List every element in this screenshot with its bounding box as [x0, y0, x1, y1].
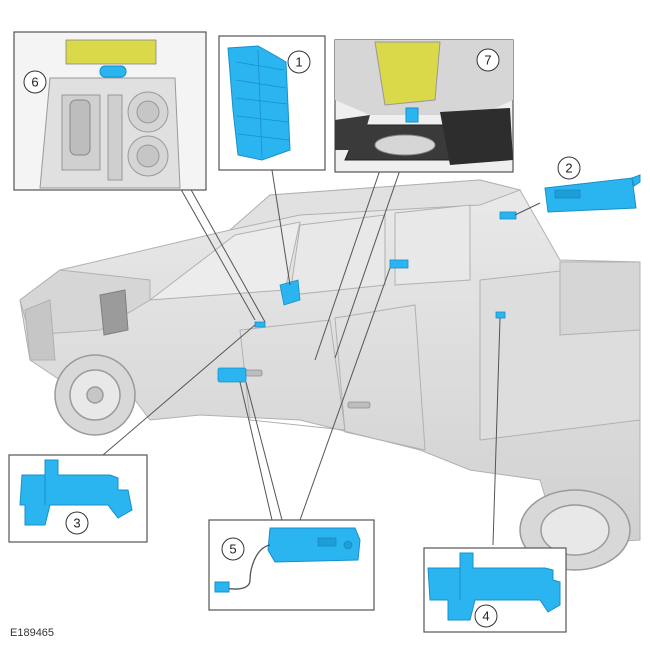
- figure-code: E189465: [10, 627, 55, 639]
- inset-box-5: [208, 519, 375, 611]
- callout-2-label: 2: [565, 161, 572, 176]
- callout-5: 5: [221, 537, 245, 561]
- callout-3-label: 3: [73, 516, 80, 531]
- callout-4-label: 4: [482, 609, 489, 624]
- callout-3: 3: [65, 511, 89, 535]
- callout-5-label: 5: [229, 542, 236, 557]
- leader-lines: [102, 169, 541, 546]
- vehicle-illustration: [19, 179, 641, 546]
- callout-4: 4: [474, 604, 498, 628]
- callout-1-label: 1: [295, 55, 302, 70]
- inset-box-6: [13, 31, 207, 191]
- inset-box-7: [334, 39, 514, 173]
- callout-7: 7: [476, 48, 500, 72]
- callout-6: 6: [23, 70, 47, 94]
- callout-6-label: 6: [31, 75, 38, 90]
- callout-1: 1: [287, 50, 311, 74]
- inset-box-1: [218, 35, 326, 171]
- callout-7-label: 7: [484, 53, 491, 68]
- vehicle-module-locations: [217, 211, 517, 383]
- inset-box-3: [8, 454, 148, 543]
- module-2: [544, 174, 641, 213]
- callout-2: 2: [557, 156, 581, 180]
